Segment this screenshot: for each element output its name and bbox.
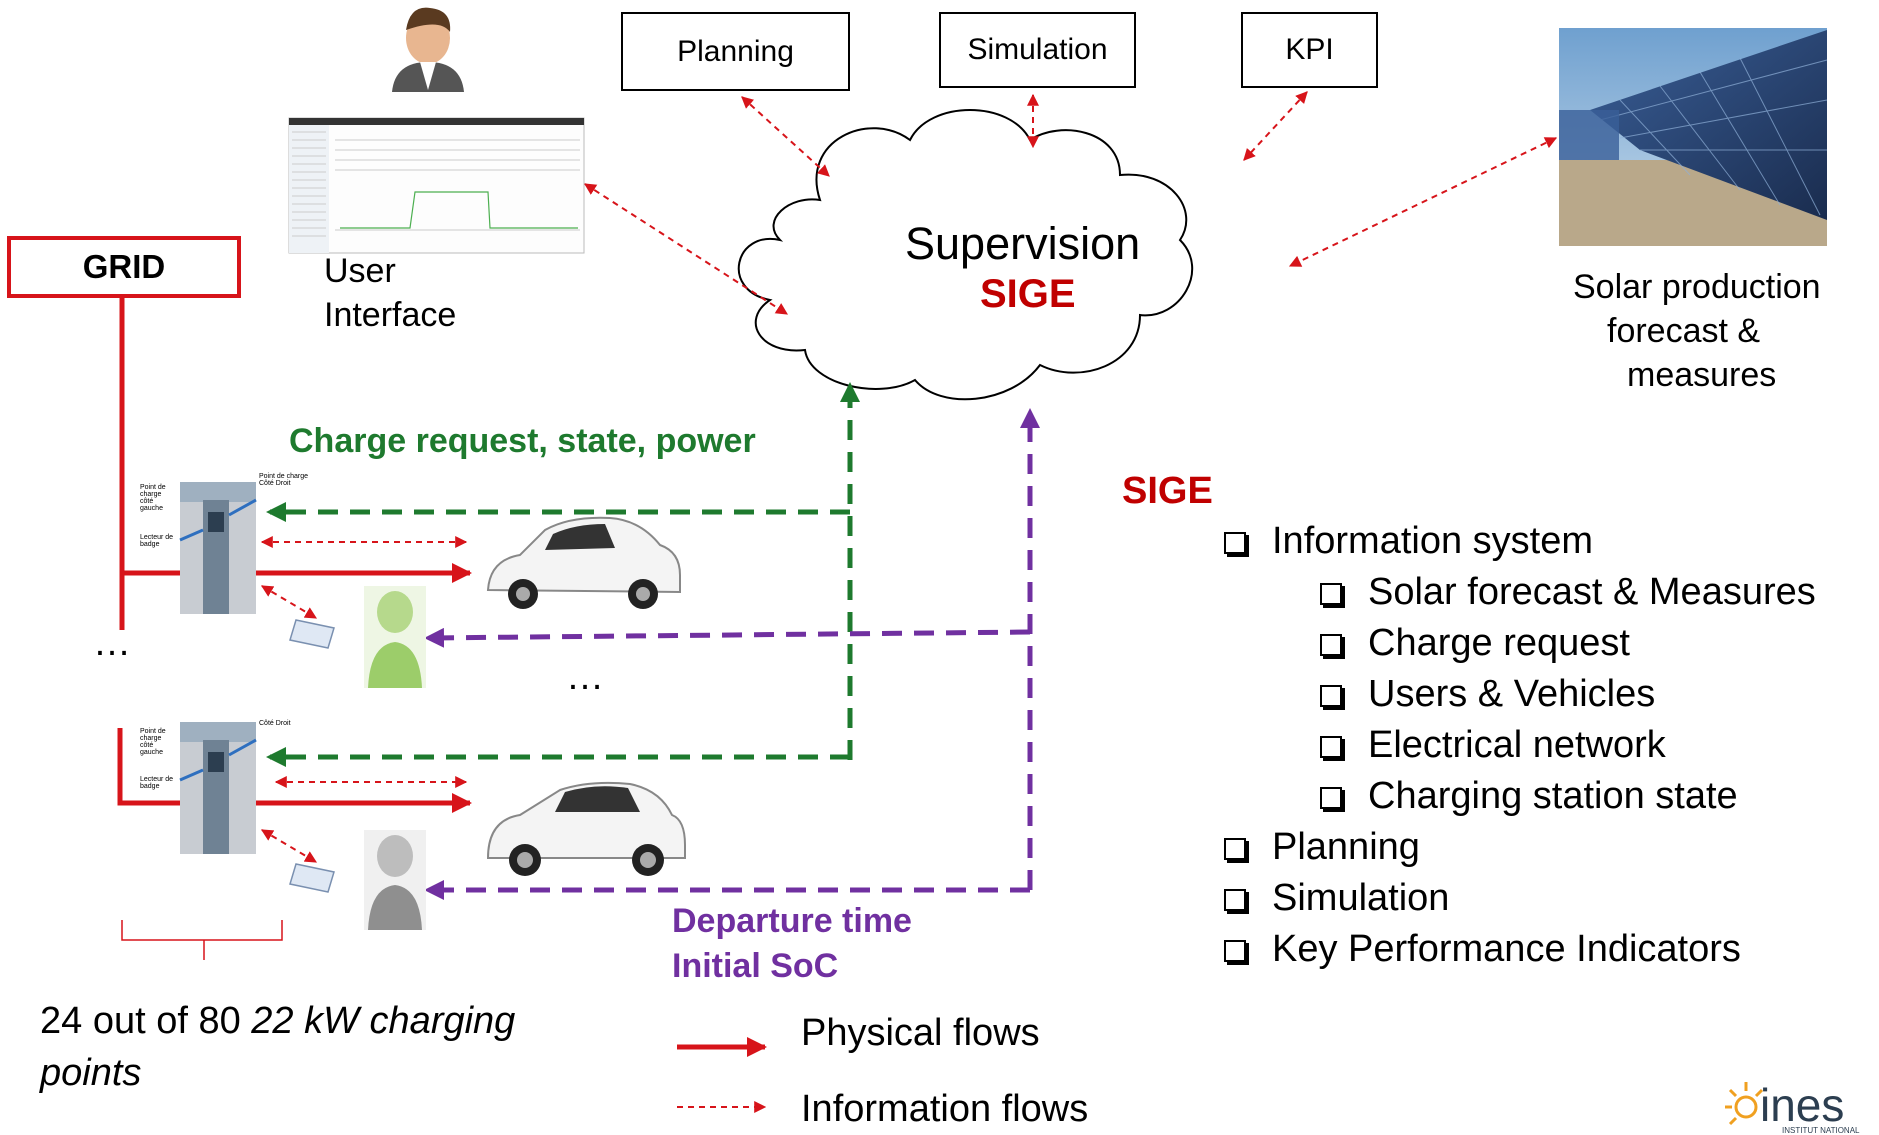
- right-point-label-1: Point de charge Côté Droit: [259, 473, 309, 487]
- grid-box: GRID: [7, 236, 241, 298]
- sige-list-item-label: Planning: [1272, 826, 1420, 868]
- screenshot-thumbnail: [288, 117, 585, 254]
- sige-list-item: Charging station state: [1320, 775, 1738, 818]
- checkbox-icon: [1224, 889, 1246, 911]
- planning-box: Planning: [621, 12, 850, 91]
- ellipsis-middle: …: [566, 656, 604, 698]
- right-point-label-2: Côté Droit: [259, 720, 291, 727]
- initial-soc-label: Initial SoC: [672, 947, 839, 985]
- user-avatar-icon: [392, 7, 464, 92]
- charging-points-count: 24 out of 80: [40, 1000, 252, 1042]
- checkbox-icon: [1320, 787, 1342, 809]
- departure-flow: [424, 408, 1040, 900]
- user-interface-line1: User: [324, 252, 396, 290]
- ines-logo-icon: [1725, 1082, 1764, 1126]
- solar-caption-line3: measures: [1627, 356, 1777, 394]
- sige-list-item: Key Performance Indicators: [1224, 928, 1741, 971]
- ines-logo-subtext: INSTITUT NATIONAL: [1782, 1126, 1860, 1135]
- person-icon-green: [364, 586, 426, 688]
- legend-information-flows: Information flows: [801, 1088, 1089, 1130]
- sige-list-item-label: Solar forecast & Measures: [1368, 571, 1816, 613]
- solar-panel-photo: [1559, 28, 1828, 246]
- cloud-subtitle: SIGE: [980, 272, 1076, 316]
- badge-card-icon-1: [289, 619, 335, 649]
- checkbox-icon: [1320, 583, 1342, 605]
- sige-list-item-label: Simulation: [1272, 877, 1450, 919]
- checkbox-icon: [1320, 736, 1342, 758]
- user-interface-line2: Interface: [324, 296, 457, 334]
- charging-points-line2: points: [40, 1052, 142, 1094]
- kpi-label: KPI: [1285, 33, 1334, 66]
- simulation-box: Simulation: [939, 12, 1136, 88]
- checkbox-icon: [1320, 634, 1342, 656]
- sige-list-item: Information system: [1224, 520, 1593, 563]
- charging-points-line1: 24 out of 80 22 kW charging: [40, 1000, 515, 1043]
- information-flow-arrows: [260, 91, 1558, 1113]
- grid-label: GRID: [82, 248, 166, 285]
- checkbox-icon: [1224, 532, 1246, 554]
- sige-list-item-label: Key Performance Indicators: [1272, 928, 1741, 970]
- sige-list-item: Users & Vehicles: [1320, 673, 1655, 716]
- sige-list-item-label: Users & Vehicles: [1368, 673, 1656, 715]
- charge-request-flow: [266, 382, 860, 767]
- physical-flow-lines: [117, 298, 767, 1057]
- cloud-title: Supervision: [905, 218, 1141, 269]
- sige-list-item: Charge request: [1320, 622, 1630, 665]
- charging-station-photo-2: [179, 722, 257, 854]
- sige-list-item-label: Electrical network: [1368, 724, 1666, 766]
- badge-card-icon-2: [289, 863, 335, 893]
- left-point-label-1: Point de charge côté gauche: [140, 484, 166, 512]
- simulation-label: Simulation: [967, 33, 1108, 66]
- charging-station-photo-1: [179, 482, 257, 614]
- sige-list-item-label: Charging station state: [1368, 775, 1738, 817]
- sige-list-item: Electrical network: [1320, 724, 1666, 767]
- left-point-label-2: Point de charge côté gauche: [140, 728, 166, 756]
- person-icon-grey: [364, 830, 426, 930]
- checkbox-icon: [1224, 940, 1246, 962]
- car-photo-2: [486, 781, 686, 876]
- badge-reader-label-2: Lecteur de badge: [140, 776, 174, 790]
- sige-list-title: SIGE: [1122, 470, 1213, 512]
- departure-time-label: Departure time: [672, 902, 912, 940]
- sige-list-item-label: Charge request: [1368, 622, 1630, 664]
- ines-logo-text: ines: [1760, 1079, 1845, 1131]
- sige-list-item: Planning: [1224, 826, 1420, 869]
- solar-caption-line1: Solar production: [1573, 268, 1821, 306]
- badge-reader-label-1: Lecteur de badge: [140, 534, 174, 548]
- car-photo-1: [486, 516, 681, 609]
- sige-list-item: Simulation: [1224, 877, 1449, 920]
- sige-list-item-label: Information system: [1272, 520, 1593, 562]
- kpi-box: KPI: [1241, 12, 1378, 88]
- legend-physical-flows: Physical flows: [801, 1012, 1040, 1054]
- planning-label: Planning: [677, 34, 794, 68]
- stations-bracket: [121, 920, 283, 960]
- ellipsis-left: …: [93, 622, 131, 664]
- charge-request-label: Charge request, state, power: [289, 422, 756, 460]
- solar-caption-line2: forecast &: [1607, 312, 1761, 350]
- sige-list-item: Solar forecast & Measures: [1320, 571, 1816, 614]
- checkbox-icon: [1224, 838, 1246, 860]
- checkbox-icon: [1320, 685, 1342, 707]
- charging-points-type: 22 kW charging: [251, 1000, 516, 1042]
